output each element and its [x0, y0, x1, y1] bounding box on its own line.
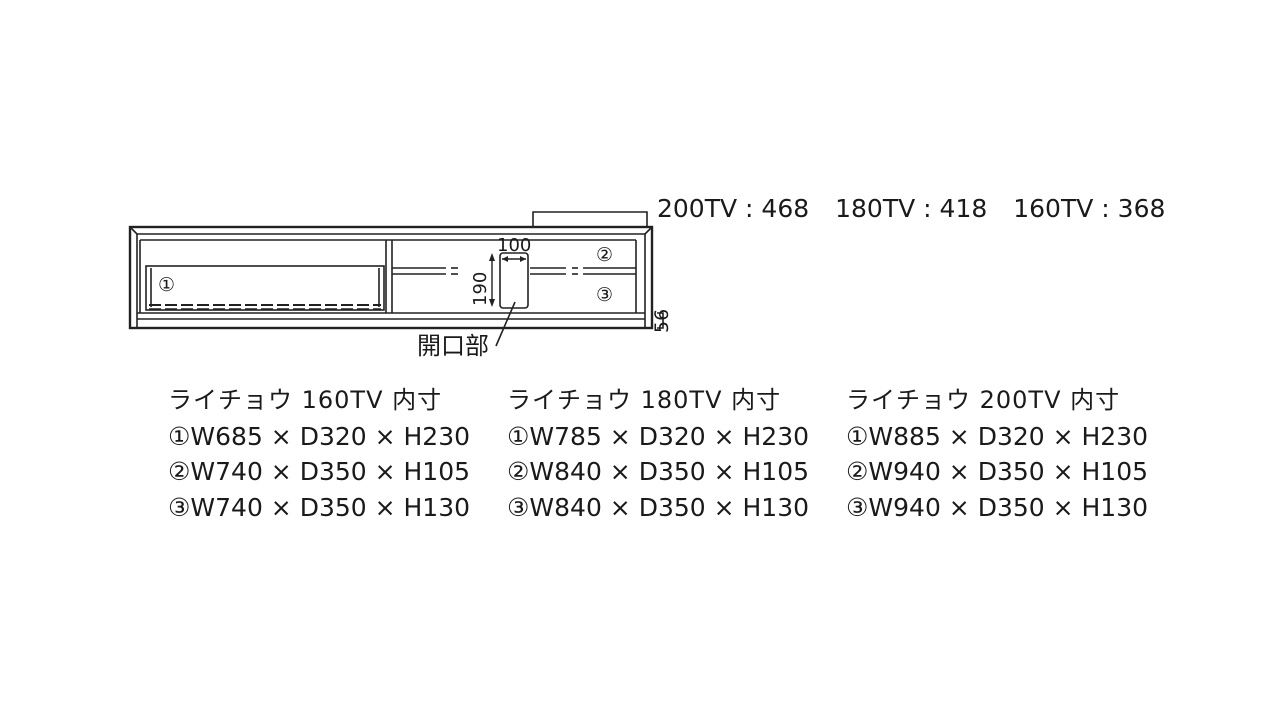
spec-row: ②W940 × D350 × H105 — [846, 457, 1149, 486]
marker-3: ③ — [596, 284, 613, 306]
spec-200tv: ライチョウ 200TV 内寸 ①W885 × D320 × H230 ②W940… — [846, 383, 1148, 525]
width-dimension: 100 — [497, 235, 531, 256]
dim-180tv: 180TV : 418 — [835, 194, 988, 223]
spec-160tv: ライチョウ 160TV 内寸 ①W685 × D320 × H230 ②W740… — [168, 383, 470, 525]
spec-row: ①W885 × D320 × H230 — [846, 421, 1149, 451]
spec-row: ①W685 × D320 × H230 — [168, 421, 471, 451]
height-dimension: 190 — [470, 272, 491, 306]
spec-title: ライチョウ 200TV 内寸 — [846, 386, 1121, 414]
spec-row: ③W740 × D350 × H130 — [168, 492, 471, 522]
outer-frame — [128, 225, 654, 330]
spec-180tv: ライチョウ 180TV 内寸 ①W785 × D320 × H230 ②W840… — [507, 383, 809, 525]
spec-row: ②W840 × D350 × H105 — [507, 457, 810, 486]
top-dimension-labels: 200TV : 468 180TV : 418 160TV : 368 — [657, 194, 1191, 223]
spec-title: ライチョウ 160TV 内寸 — [168, 386, 443, 414]
marker-1: ① — [158, 274, 175, 296]
opening-label: 開口部 — [417, 332, 489, 360]
spec-row: ②W740 × D350 × H105 — [168, 457, 471, 486]
cable-opening — [499, 252, 529, 309]
dim-160tv: 160TV : 368 — [1013, 194, 1166, 223]
marker-2: ② — [596, 244, 613, 266]
dim-200tv: 200TV : 468 — [657, 194, 810, 223]
spec-row: ③W940 × D350 × H130 — [846, 492, 1149, 522]
base-dimension: 56 — [651, 309, 673, 333]
spec-row: ③W840 × D350 × H130 — [507, 492, 810, 522]
drawer-1 — [145, 265, 385, 311]
spec-title: ライチョウ 180TV 内寸 — [507, 386, 782, 414]
spec-row: ①W785 × D320 × H230 — [507, 421, 810, 451]
